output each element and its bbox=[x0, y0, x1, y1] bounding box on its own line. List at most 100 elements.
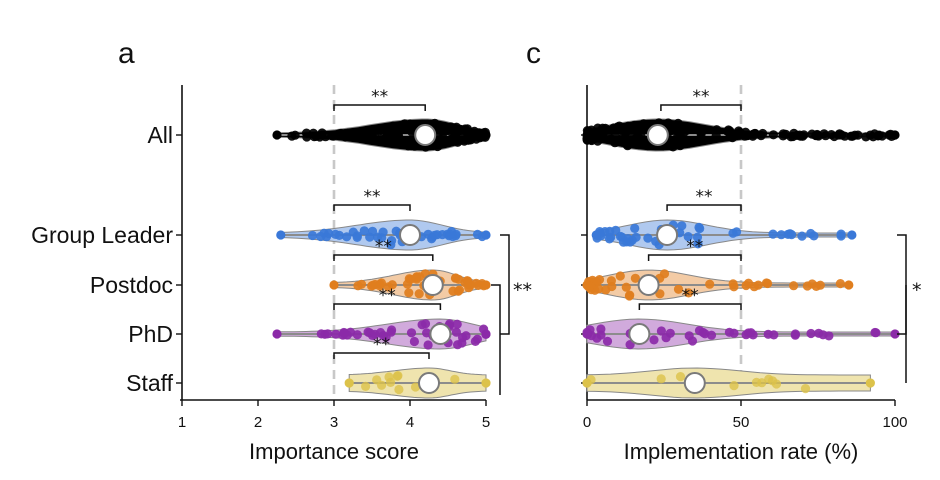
bracket-line bbox=[500, 234, 510, 335]
panel-c-letter: c bbox=[526, 37, 541, 70]
median-marker bbox=[637, 274, 660, 296]
bracket-line bbox=[897, 234, 907, 335]
data-point bbox=[806, 328, 816, 339]
data-point bbox=[890, 329, 900, 339]
data-point bbox=[630, 273, 641, 283]
data-point bbox=[582, 329, 592, 339]
bracket-line bbox=[660, 104, 742, 111]
data-point bbox=[359, 226, 369, 236]
significance-label: ** bbox=[513, 280, 532, 302]
data-point bbox=[352, 231, 362, 241]
data-point bbox=[605, 226, 615, 236]
data-point bbox=[328, 131, 338, 141]
data-point bbox=[727, 133, 738, 143]
data-point bbox=[436, 125, 446, 135]
data-point bbox=[383, 282, 393, 292]
data-point bbox=[381, 332, 391, 342]
data-point bbox=[316, 329, 326, 339]
data-point bbox=[330, 229, 341, 239]
median-marker bbox=[683, 372, 706, 394]
data-point bbox=[683, 232, 693, 242]
data-point bbox=[417, 320, 427, 330]
data-point bbox=[451, 327, 461, 337]
data-point bbox=[621, 282, 631, 292]
data-point bbox=[344, 378, 354, 388]
violin-all bbox=[272, 118, 491, 152]
data-point bbox=[705, 279, 715, 289]
data-point bbox=[633, 132, 644, 143]
data-point bbox=[836, 229, 846, 239]
data-point bbox=[797, 231, 807, 241]
significance-bracket: ** bbox=[333, 187, 411, 211]
bracket-line bbox=[647, 254, 742, 261]
data-point bbox=[336, 128, 346, 139]
data-point bbox=[590, 131, 600, 141]
data-point bbox=[331, 329, 341, 339]
data-point bbox=[481, 329, 491, 339]
data-point bbox=[451, 273, 461, 283]
data-point bbox=[481, 130, 491, 140]
significance-bracket-vertical bbox=[491, 284, 501, 395]
data-point bbox=[582, 378, 592, 388]
median-marker bbox=[399, 224, 421, 246]
data-point bbox=[450, 374, 460, 384]
data-point bbox=[445, 229, 455, 239]
data-point bbox=[673, 118, 683, 128]
data-point bbox=[656, 374, 666, 384]
data-point bbox=[329, 280, 339, 290]
data-point bbox=[764, 374, 774, 384]
data-point bbox=[649, 335, 659, 345]
data-point bbox=[768, 229, 778, 239]
violin-staff bbox=[582, 367, 875, 399]
data-point bbox=[626, 130, 636, 140]
data-point bbox=[776, 230, 786, 240]
data-point bbox=[342, 232, 352, 242]
data-point bbox=[403, 141, 413, 151]
data-point bbox=[409, 336, 419, 347]
data-point bbox=[763, 329, 773, 339]
data-point bbox=[698, 327, 708, 338]
data-point bbox=[813, 130, 823, 140]
significance-label: ** bbox=[686, 237, 703, 257]
significance-bracket: ** bbox=[333, 87, 426, 111]
violin-postdoc bbox=[582, 269, 854, 301]
x-tick-label: 4 bbox=[406, 414, 414, 431]
bracket-line bbox=[333, 254, 434, 261]
bracket-line bbox=[333, 204, 411, 211]
data-point bbox=[410, 382, 421, 392]
data-point bbox=[372, 375, 382, 385]
data-point bbox=[470, 336, 480, 346]
category-label: All bbox=[147, 122, 173, 148]
significance-bracket: ** bbox=[666, 187, 742, 211]
data-point bbox=[415, 272, 425, 282]
data-point bbox=[768, 130, 779, 140]
data-point bbox=[783, 229, 793, 239]
data-point bbox=[594, 275, 605, 285]
data-point bbox=[748, 131, 758, 141]
x-tick-label: 5 bbox=[482, 414, 490, 431]
bracket-line bbox=[333, 352, 430, 359]
data-point bbox=[406, 328, 417, 338]
data-point bbox=[339, 328, 349, 339]
data-point bbox=[377, 233, 387, 243]
data-point bbox=[724, 327, 735, 337]
data-point bbox=[481, 230, 491, 240]
data-point bbox=[746, 328, 756, 338]
violin-staff bbox=[344, 367, 491, 399]
data-point bbox=[404, 288, 414, 298]
significance-bracket: ** bbox=[333, 286, 442, 310]
x-tick-label: 50 bbox=[733, 414, 750, 431]
data-point bbox=[309, 132, 319, 142]
data-point bbox=[391, 226, 401, 236]
data-point bbox=[392, 371, 402, 381]
data-point bbox=[367, 226, 378, 236]
data-point bbox=[656, 326, 667, 336]
significance-bracket: ** bbox=[638, 286, 742, 310]
data-point bbox=[623, 234, 633, 244]
median-marker bbox=[646, 124, 669, 146]
data-point bbox=[835, 279, 846, 289]
data-point bbox=[728, 279, 738, 289]
data-point bbox=[829, 131, 839, 142]
data-point bbox=[655, 289, 665, 299]
